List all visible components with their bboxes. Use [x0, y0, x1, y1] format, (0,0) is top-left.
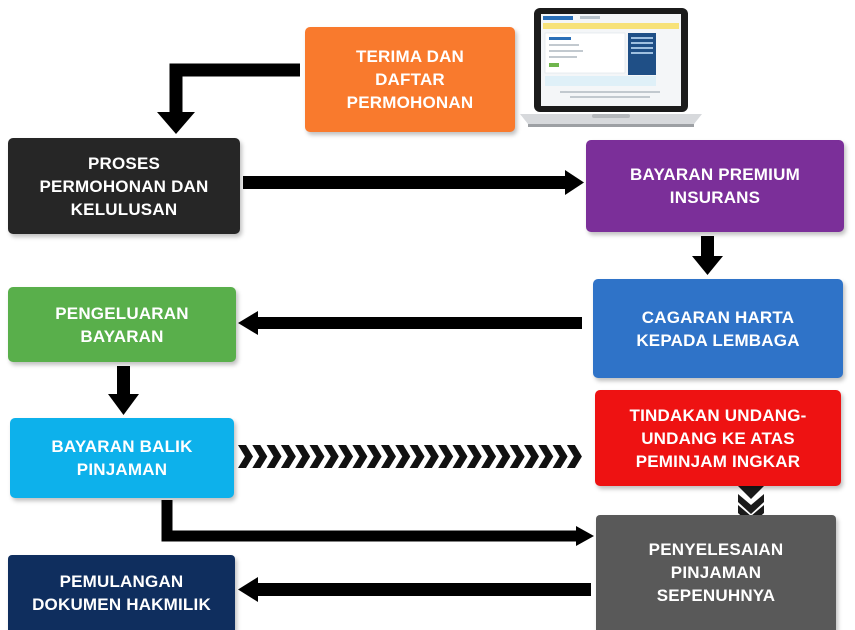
step-label-line: CAGARAN HARTA: [636, 306, 799, 329]
arrow-proses-to-premium-head: [565, 170, 584, 195]
step-label-line: TINDAKAN UNDANG-: [630, 404, 807, 427]
arrow-pengeluaran-to-bayaran-balik-head: [108, 394, 139, 415]
chevron-segment: [367, 445, 382, 468]
chevron-segment: [252, 445, 267, 468]
step-label-line: PERMOHONAN: [347, 91, 474, 114]
step-label-line: DAFTAR: [347, 68, 474, 91]
chevron-arrow-bayaran-to-tindakan: [238, 445, 582, 468]
chevron-segment: [338, 445, 353, 468]
arrow-terima-to-proses-head: [157, 112, 195, 134]
step-label-line: UNDANG KE ATAS: [630, 427, 807, 450]
step-label-line: PENYELESAIAN: [649, 538, 784, 561]
chevron-segment: [424, 445, 439, 468]
step-label-line: BAYARAN BALIK: [51, 435, 192, 458]
chevron-segment: [238, 445, 253, 468]
step-label-line: PINJAMAN: [649, 561, 784, 584]
chevron-segment: [567, 445, 582, 468]
chevron-segment: [467, 445, 482, 468]
arrow-cagaran-to-pengeluaran-head: [238, 311, 258, 335]
chevron-segment: [381, 445, 396, 468]
chevron-segment: [495, 445, 510, 468]
chevron-segment: [324, 445, 339, 468]
chevron-segment: [281, 445, 296, 468]
step-label-line: PENGELUARAN: [55, 302, 189, 325]
arrow-bayaran-balik-to-penyelesaian-head: [576, 526, 594, 546]
step-label-line: TERIMA DAN: [347, 45, 474, 68]
arrow-bayaran-balik-to-penyelesaian: [167, 500, 578, 536]
laptop-icon: [520, 6, 702, 130]
step-label-line: PEMULANGAN: [32, 570, 211, 593]
step-label-line: PEMINJAM INGKAR: [630, 450, 807, 473]
chevron-segment: [352, 445, 367, 468]
chevron-segment: [524, 445, 539, 468]
step-label-line: INSURANS: [630, 186, 800, 209]
chevron-segment: [267, 445, 282, 468]
arrow-penyelesaian-to-pemulangan-head: [238, 577, 258, 602]
arrow-pengeluaran-to-bayaran-balik: [117, 366, 130, 396]
arrow-premium-to-cagaran-head: [692, 256, 723, 275]
step-label-line: PINJAMAN: [51, 458, 192, 481]
chevron-segment: [481, 445, 496, 468]
chevron-segment: [410, 445, 425, 468]
step-label-line: PERMOHONAN DAN: [39, 175, 208, 198]
step-label-line: KEPADA LEMBAGA: [636, 329, 799, 352]
chevron-segment: [295, 445, 310, 468]
arrow-penyelesaian-to-pemulangan: [256, 583, 591, 596]
arrow-terima-to-proses: [176, 70, 300, 118]
step-label-line: DOKUMEN HAKMILIK: [32, 593, 211, 616]
step-label-line: BAYARAN PREMIUM: [630, 163, 800, 186]
chevron-segment: [453, 445, 468, 468]
arrow-cagaran-to-pengeluaran: [256, 317, 582, 329]
step-label-line: SEPENUHNYA: [649, 584, 784, 607]
step-label-line: BAYARAN: [55, 325, 189, 348]
step-label-line: KELULUSAN: [39, 198, 208, 221]
chevron-segment: [310, 445, 325, 468]
chevron-segment: [510, 445, 525, 468]
arrow-premium-to-cagaran: [701, 236, 714, 258]
arrow-proses-to-premium: [243, 176, 567, 189]
step-label-line: PROSES: [39, 152, 208, 175]
chevron-segment: [553, 445, 568, 468]
chevron-segment: [395, 445, 410, 468]
chevron-segment: [538, 445, 553, 468]
chevron-segment: [438, 445, 453, 468]
